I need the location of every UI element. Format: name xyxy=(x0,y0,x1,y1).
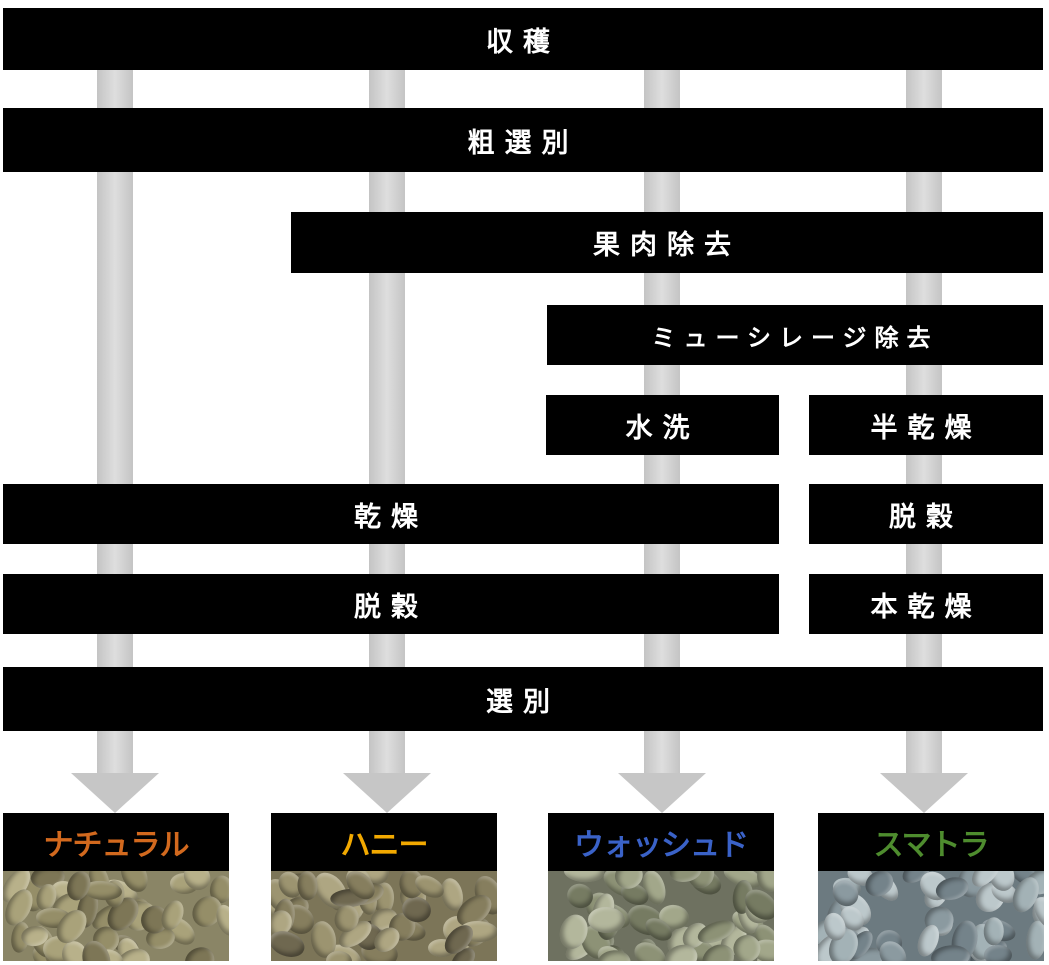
arrow-head-honey xyxy=(343,773,431,813)
step-hulling-right: 脱穀 xyxy=(809,484,1043,544)
step-drying: 乾燥 xyxy=(3,484,779,544)
lane-natural xyxy=(97,68,133,776)
step-hulling-main: 脱穀 xyxy=(3,574,779,634)
step-final-drying: 本乾燥 xyxy=(809,574,1043,634)
bean-shape xyxy=(1024,919,1044,960)
beans-image-sumatra xyxy=(818,871,1044,961)
process-label-sumatra: スマトラ xyxy=(818,813,1044,871)
step-mucilage-removal: ミューシレージ除去 xyxy=(547,305,1043,365)
beans-image-honey xyxy=(271,871,497,961)
arrow-head-natural xyxy=(71,773,159,813)
step-pulp-removal: 果肉除去 xyxy=(291,212,1043,273)
step-rough-sort: 粗選別 xyxy=(3,108,1043,172)
bean-shape xyxy=(982,916,1004,945)
bean-shape xyxy=(180,942,219,961)
step-harvest: 収穫 xyxy=(3,8,1043,70)
step-final-sort: 選別 xyxy=(3,667,1043,731)
bean-shape xyxy=(984,944,1012,961)
bean-shape xyxy=(563,871,605,884)
arrow-head-washed xyxy=(618,773,706,813)
lane-honey xyxy=(369,68,405,776)
process-label-washed: ウォッシュド xyxy=(548,813,774,871)
beans-image-washed xyxy=(548,871,774,961)
step-washing: 水洗 xyxy=(546,395,779,455)
process-label-natural: ナチュラル xyxy=(3,813,229,871)
beans-image-natural xyxy=(3,871,229,961)
step-semi-drying: 半乾燥 xyxy=(809,395,1043,455)
process-label-honey: ハニー xyxy=(271,813,497,871)
arrow-head-sumatra xyxy=(880,773,968,813)
